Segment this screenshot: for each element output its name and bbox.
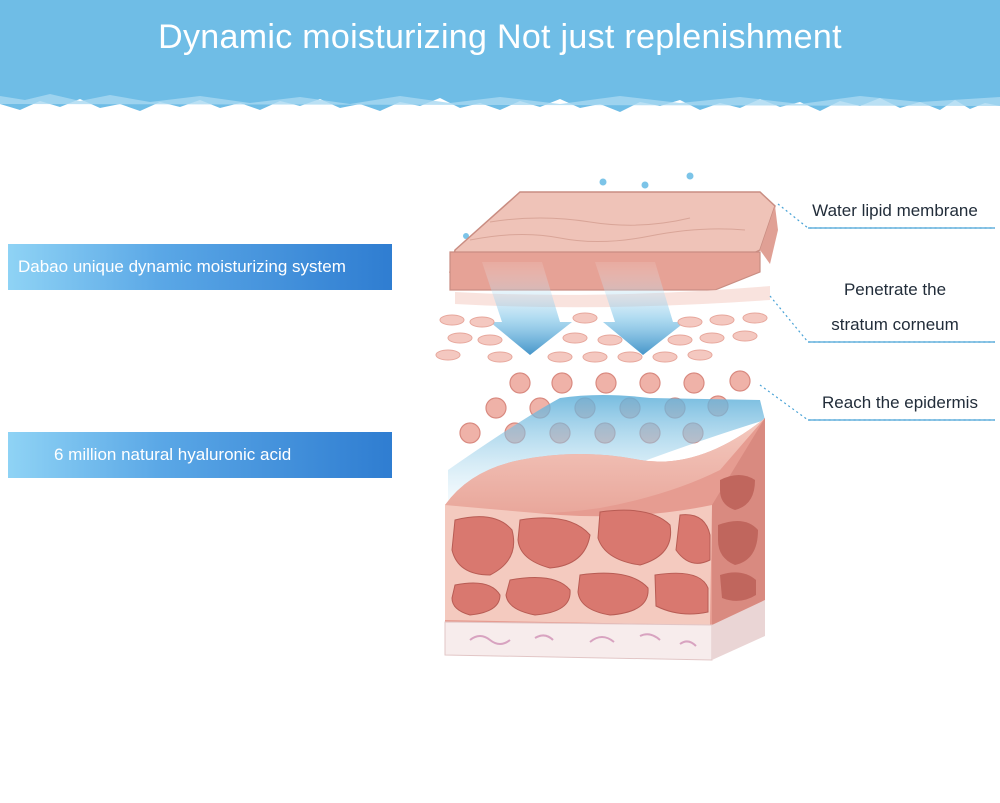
callout-lines (759, 203, 995, 421)
callout-label: stratum corneum (831, 315, 959, 334)
header-banner: Dynamic moisturizing Not just replenishm… (0, 0, 1000, 130)
skin-block (444, 418, 765, 661)
callout-stratum-corneum: Penetrate the stratum corneum (805, 272, 985, 342)
header-torn-edge (0, 0, 1000, 112)
callout-label: Reach the epidermis (822, 393, 978, 412)
callout-epidermis: Reach the epidermis (800, 385, 1000, 420)
feature-banner-hyaluronic-acid: 6 million natural hyaluronic acid (8, 432, 392, 478)
callout-label: Water lipid membrane (812, 201, 978, 220)
penetration-arrows (482, 262, 685, 355)
page-title: Dynamic moisturizing Not just replenishm… (158, 18, 842, 56)
stratum-corneum-cells (435, 312, 768, 363)
callout-water-lipid-membrane: Water lipid membrane (790, 193, 1000, 228)
callout-label: Penetrate the (843, 280, 947, 299)
feature-banner-dynamic-system: Dabao unique dynamic moisturizing system (8, 244, 392, 290)
